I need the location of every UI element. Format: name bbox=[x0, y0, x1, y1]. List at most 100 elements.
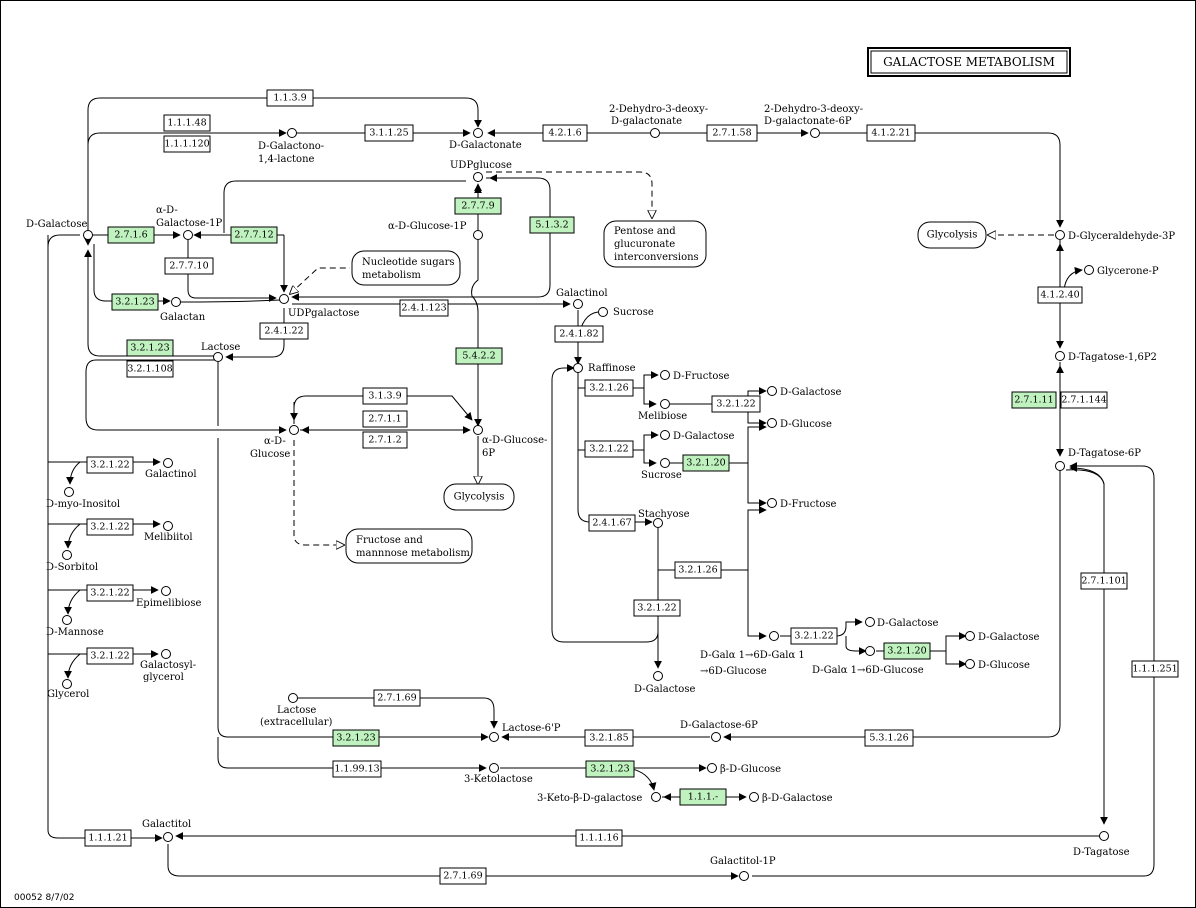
enzyme-3-2-1-22-left-4[interactable]: 3.2.1.22 bbox=[86, 647, 134, 665]
enzyme-2-7-1-144[interactable]: 2.7.1.144 bbox=[1060, 391, 1108, 409]
node-glycerone-p[interactable] bbox=[1084, 265, 1094, 275]
enzyme-3-2-1-22-c[interactable]: 3.2.1.22 bbox=[633, 599, 681, 617]
enzyme-2-4-1-82[interactable]: 2.4.1.82 bbox=[554, 325, 604, 343]
node-d-galactose[interactable] bbox=[83, 230, 93, 240]
node-lactose[interactable] bbox=[213, 352, 223, 362]
node-melibiose[interactable] bbox=[660, 399, 670, 409]
node-raffinose[interactable] bbox=[573, 363, 583, 373]
node-sucrose-mid[interactable] bbox=[660, 458, 670, 468]
enzyme-2-7-1-69-b[interactable]: 2.7.1.69 bbox=[439, 867, 487, 885]
node-d-glucose-r4[interactable] bbox=[965, 659, 975, 669]
node-a-d-glucose[interactable] bbox=[289, 425, 299, 435]
node-lactose-6p[interactable] bbox=[489, 732, 499, 742]
map-fructose-mannose[interactable]: Fructose and mannnose metabolism bbox=[345, 528, 473, 564]
node-galactitol-1p[interactable] bbox=[739, 871, 749, 881]
enzyme-2-4-1-67[interactable]: 2.4.1.67 bbox=[588, 514, 636, 532]
node-glycerol[interactable] bbox=[62, 679, 72, 689]
node-melibiitol[interactable] bbox=[163, 521, 173, 531]
enzyme-1-1-3-9[interactable]: 1.1.3.9 bbox=[266, 89, 314, 107]
enzyme-4-1-2-40[interactable]: 4.1.2.40 bbox=[1037, 286, 1083, 304]
map-nucleotide-sugars[interactable]: Nucleotide sugars metabolism bbox=[351, 250, 461, 286]
node-gal-gal-glc[interactable] bbox=[769, 631, 779, 641]
node-lactose-ext[interactable] bbox=[288, 693, 298, 703]
enzyme-2-7-7-12[interactable]: 2.7.7.12 bbox=[230, 226, 278, 244]
enzyme-1-1-1-120[interactable]: 1.1.1.120 bbox=[163, 135, 211, 153]
node-d-mannose[interactable] bbox=[62, 615, 72, 625]
node-d-glucose-r1[interactable] bbox=[767, 418, 777, 428]
node-3-keto-b-d-galactose[interactable] bbox=[651, 792, 661, 802]
node-a-d-glucose-1p[interactable] bbox=[473, 230, 483, 240]
enzyme-2-7-1-11[interactable]: 2.7.1.11 bbox=[1011, 391, 1057, 409]
map-glycolysis-right[interactable]: Glycolysis bbox=[917, 221, 987, 249]
enzyme-3-2-1-23-b[interactable]: 3.2.1.23 bbox=[126, 339, 174, 357]
node-dehydro-galactonate[interactable] bbox=[650, 128, 660, 138]
map-glycolysis-center[interactable]: Glycolysis bbox=[443, 483, 515, 511]
node-d-myo-inositol[interactable] bbox=[64, 487, 74, 497]
enzyme-2-7-1-1[interactable]: 2.7.1.1 bbox=[362, 410, 408, 428]
enzyme-4-1-2-21[interactable]: 4.1.2.21 bbox=[866, 124, 916, 142]
node-d-galactose-r3[interactable] bbox=[865, 617, 875, 627]
node-d-tagatose-6p[interactable] bbox=[1055, 461, 1065, 471]
enzyme-2-7-1-2[interactable]: 2.7.1.2 bbox=[362, 431, 408, 449]
node-b-d-glucose[interactable] bbox=[707, 763, 717, 773]
enzyme-3-2-1-23-a[interactable]: 3.2.1.23 bbox=[111, 293, 159, 311]
node-udpglucose[interactable] bbox=[473, 172, 483, 182]
node-galactan[interactable] bbox=[171, 297, 181, 307]
enzyme-5-4-2-2[interactable]: 5.4.2.2 bbox=[455, 347, 503, 365]
node-d-tagatose-16p2[interactable] bbox=[1055, 351, 1065, 361]
enzyme-3-2-1-23-d[interactable]: 3.2.1.23 bbox=[585, 760, 635, 778]
enzyme-3-2-1-20-b[interactable]: 3.2.1.20 bbox=[883, 642, 931, 660]
enzyme-3-2-1-20-a[interactable]: 3.2.1.20 bbox=[682, 454, 730, 472]
enzyme-3-2-1-22-left-1[interactable]: 3.2.1.22 bbox=[86, 456, 134, 474]
enzyme-3-1-3-9[interactable]: 3.1.3.9 bbox=[362, 387, 408, 405]
enzyme-5-3-1-26[interactable]: 5.3.1.26 bbox=[864, 729, 914, 747]
node-stachyose[interactable] bbox=[653, 518, 663, 528]
node-epimelibiose[interactable] bbox=[161, 586, 171, 596]
enzyme-1-1-1-16[interactable]: 1.1.1.16 bbox=[575, 829, 623, 847]
enzyme-3-2-1-22-a[interactable]: 3.2.1.22 bbox=[711, 395, 761, 413]
enzyme-3-2-1-22-left-3[interactable]: 3.2.1.22 bbox=[86, 584, 134, 602]
enzyme-2-4-1-123[interactable]: 2.4.1.123 bbox=[399, 299, 449, 317]
enzyme-1-1-1-dash[interactable]: 1.1.1.- bbox=[679, 788, 727, 806]
enzyme-2-7-1-69-a[interactable]: 2.7.1.69 bbox=[373, 689, 421, 707]
enzyme-3-1-1-25[interactable]: 3.1.1.25 bbox=[364, 124, 414, 142]
node-d-galactose-r4[interactable] bbox=[965, 631, 975, 641]
enzyme-3-2-1-22-b[interactable]: 3.2.1.22 bbox=[584, 440, 634, 458]
enzyme-2-7-1-58[interactable]: 2.7.1.58 bbox=[706, 124, 758, 142]
node-galactosylglycerol[interactable] bbox=[161, 649, 171, 659]
node-sucrose-top[interactable] bbox=[598, 307, 608, 317]
node-d-galactose-bottom[interactable] bbox=[653, 671, 663, 681]
enzyme-2-7-7-10[interactable]: 2.7.7.10 bbox=[164, 257, 214, 275]
enzyme-3-2-1-26-a[interactable]: 3.2.1.26 bbox=[584, 379, 634, 397]
enzyme-1-1-1-251[interactable]: 1.1.1.251 bbox=[1131, 660, 1179, 678]
enzyme-3-2-1-22-d[interactable]: 3.2.1.22 bbox=[790, 627, 838, 645]
enzyme-3-2-1-26-b[interactable]: 3.2.1.26 bbox=[674, 561, 722, 579]
enzyme-1-1-1-48[interactable]: 1.1.1.48 bbox=[163, 114, 211, 132]
enzyme-2-4-1-22[interactable]: 2.4.1.22 bbox=[259, 322, 309, 340]
node-d-glyceraldehyde-3p[interactable] bbox=[1055, 230, 1065, 240]
enzyme-3-2-1-23-c[interactable]: 3.2.1.23 bbox=[332, 729, 380, 747]
map-pentose-glucuronate[interactable]: Pentose and glucuronate interconversions bbox=[603, 220, 707, 268]
node-galactinol[interactable] bbox=[573, 299, 583, 309]
node-galactitol[interactable] bbox=[163, 832, 173, 842]
enzyme-1-1-1-21[interactable]: 1.1.1.21 bbox=[84, 829, 132, 847]
node-dehydro-galactonate-6p[interactable] bbox=[810, 128, 820, 138]
node-b-d-galactose[interactable] bbox=[749, 792, 759, 802]
node-udpgalactose[interactable] bbox=[279, 294, 289, 304]
enzyme-3-2-1-22-left-2[interactable]: 3.2.1.22 bbox=[86, 518, 134, 536]
node-d-tagatose[interactable] bbox=[1099, 831, 1109, 841]
node-d-galactose-r1[interactable] bbox=[767, 386, 777, 396]
node-d-fructose-2[interactable] bbox=[767, 498, 777, 508]
node-a-d-glucose-6p[interactable] bbox=[473, 425, 483, 435]
node-a-d-galactose-1p[interactable] bbox=[183, 230, 193, 240]
enzyme-2-7-7-9[interactable]: 2.7.7.9 bbox=[454, 197, 502, 215]
enzyme-2-7-1-6[interactable]: 2.7.1.6 bbox=[107, 226, 155, 244]
node-d-galactono-lactone[interactable] bbox=[287, 128, 297, 138]
node-d-galactose-r2[interactable] bbox=[660, 430, 670, 440]
enzyme-3-2-1-108[interactable]: 3.2.1.108 bbox=[126, 360, 174, 378]
node-d-fructose-1[interactable] bbox=[660, 370, 670, 380]
node-gal-glc[interactable] bbox=[865, 646, 875, 656]
enzyme-5-1-3-2[interactable]: 5.1.3.2 bbox=[529, 216, 575, 234]
node-galactinol-left[interactable] bbox=[163, 458, 173, 468]
enzyme-1-1-99-13[interactable]: 1.1.99.13 bbox=[332, 760, 382, 778]
